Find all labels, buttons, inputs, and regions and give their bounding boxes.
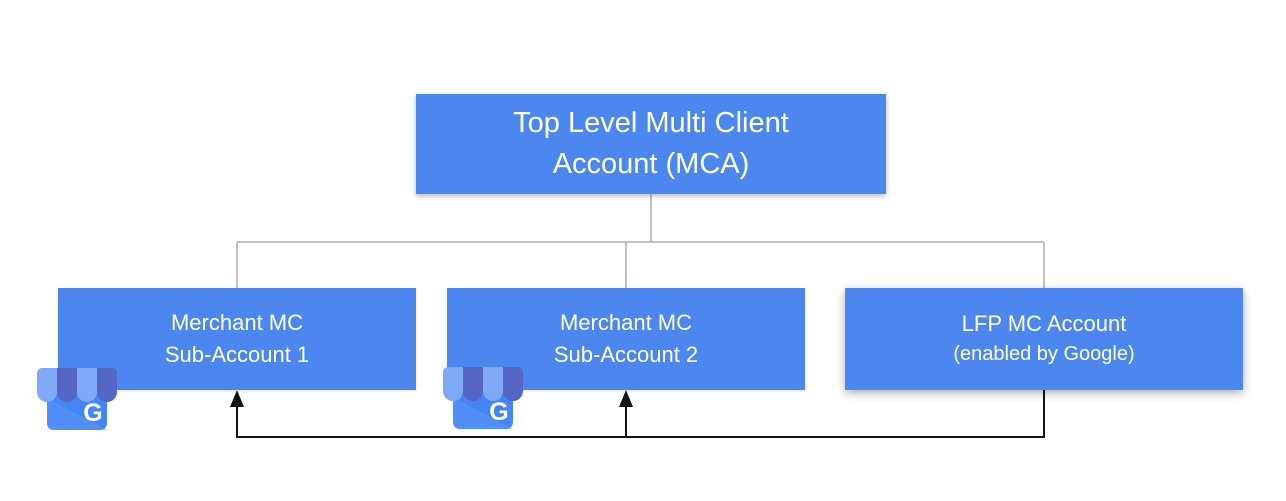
lfp-flow-lines bbox=[236, 390, 1045, 438]
arrowhead-to-sub2 bbox=[619, 390, 633, 407]
node-lfp-mc-account: LFP MC Account (enabled by Google) bbox=[845, 288, 1243, 390]
node-top-level-mca: Top Level Multi Client Account (MCA) bbox=[416, 94, 886, 194]
arrowhead-to-sub1 bbox=[230, 390, 244, 407]
storefront-body-highlight bbox=[453, 397, 513, 429]
node-label-line: Top Level Multi Client bbox=[513, 107, 789, 139]
google-g-letter: G bbox=[83, 399, 102, 427]
storefront-body-highlight bbox=[47, 398, 107, 430]
node-label-line: Merchant MC bbox=[559, 310, 693, 335]
tree-connector-lines bbox=[236, 194, 1045, 288]
storefront-awning bbox=[37, 368, 117, 402]
node-label-line: Merchant MC bbox=[170, 310, 304, 335]
node-label-line: Sub-Account 2 bbox=[553, 342, 699, 367]
storefront-awning bbox=[443, 367, 523, 401]
node-merchant-sub-account-1: Merchant MC Sub-Account 1 bbox=[58, 288, 416, 390]
google-g-letter: G bbox=[489, 398, 508, 426]
node-label-line: Sub-Account 1 bbox=[164, 342, 310, 367]
google-my-business-icon: G bbox=[37, 368, 117, 430]
google-my-business-icon: G bbox=[443, 367, 523, 429]
node-label-line: Account (MCA) bbox=[552, 148, 750, 180]
node-label-line: (enabled by Google) bbox=[953, 343, 1135, 365]
node-label-line: LFP MC Account bbox=[961, 311, 1127, 336]
